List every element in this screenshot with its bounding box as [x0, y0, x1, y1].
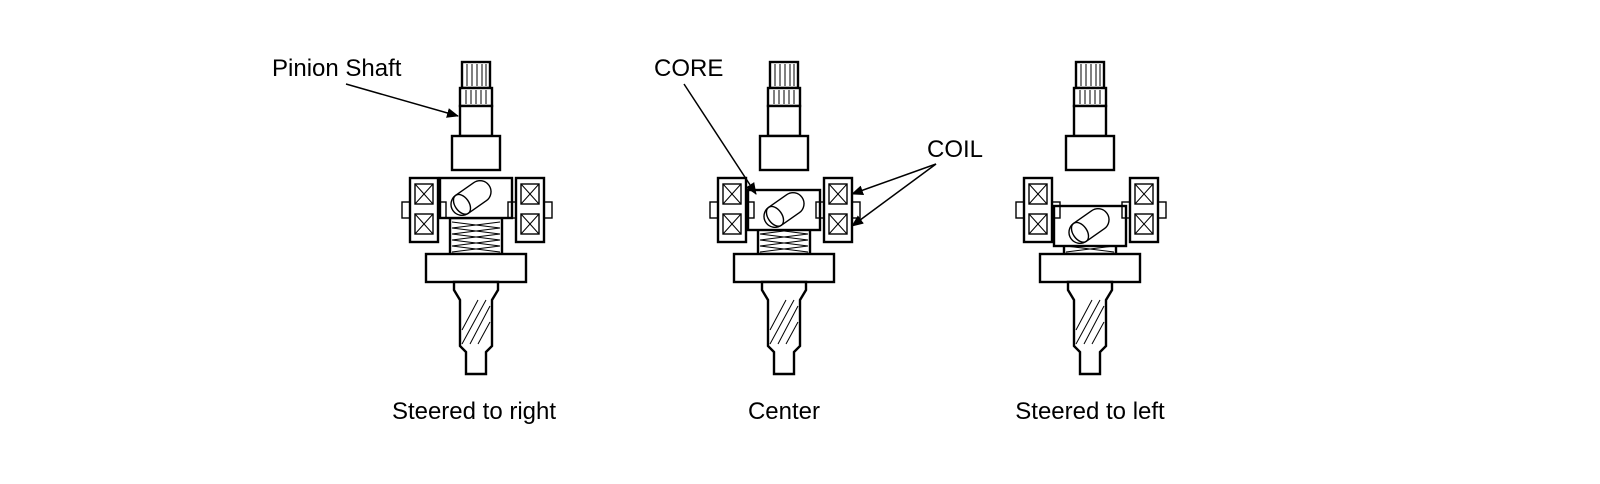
leader-coil-lower: [851, 163, 937, 227]
label-pinion-shaft: Pinion Shaft: [272, 55, 402, 82]
coil-right-left: [1120, 176, 1168, 244]
caption-steered-right: Steered to right: [392, 398, 556, 425]
caption-center: Center: [748, 398, 820, 425]
caption-steered-left: Steered to left: [1015, 398, 1165, 425]
leader-core: [683, 83, 757, 195]
leader-coil-upper: [851, 163, 937, 196]
assembly-center: Center: [708, 60, 862, 425]
label-core: CORE: [654, 55, 723, 82]
coil-right-right: [506, 176, 554, 244]
label-coil: COIL: [927, 136, 983, 163]
coil-right-center: [814, 176, 862, 244]
assembly-steered-right: Steered to right: [392, 60, 556, 425]
leader-pinion-shaft: [345, 83, 459, 118]
assembly-steered-left: Steered to left: [1014, 60, 1168, 425]
core-block-right: [438, 176, 514, 220]
